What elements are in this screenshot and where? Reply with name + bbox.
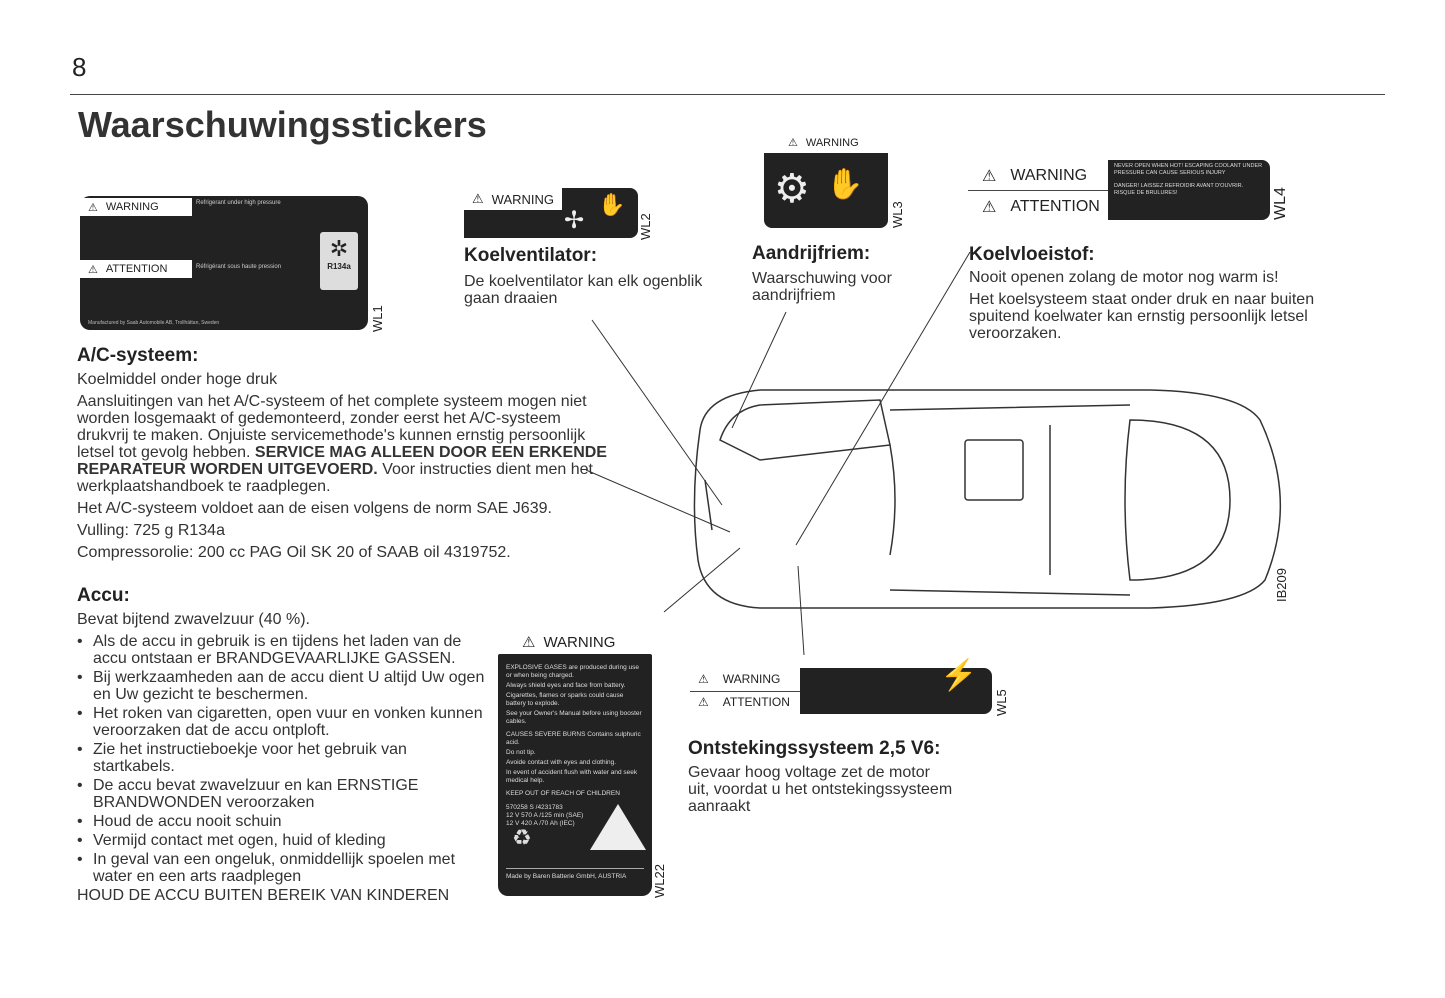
wl1-att-head: Réfrigérant sous haute pression (196, 264, 282, 270)
wl4-attention: ATTENTION (1010, 198, 1100, 215)
wl2-warning: WARNING (491, 191, 555, 207)
warning-triangle-icon: ⚠ (88, 263, 98, 276)
ignition-heading: Ontstekingssysteem 2,5 V6: (688, 738, 941, 759)
wl22-spec: 12 V 570 A /125 min (SAE) (506, 812, 584, 819)
wl22-line: Cigarettes, flames or sparks could cause… (506, 692, 624, 707)
wl22-line: KEEP OUT OF REACH OF CHILDREN (506, 790, 620, 797)
warning-triangle-icon: ⚠ (788, 137, 798, 149)
sticker-wl2: ⚠ WARNING ✢ ✋ (464, 188, 638, 238)
wl5-attention: ATTENTION (722, 695, 790, 709)
warning-triangle-icon: ⚠ (982, 199, 997, 216)
warning-triangle-icon: ⚠ (698, 695, 709, 709)
wl22-lines: EXPLOSIVE GASES are produced during use … (506, 664, 644, 798)
coolant-body: Nooit openen zolang de motor nog warm is… (969, 269, 1319, 347)
ac-p3: Vulling: 725 g R134a (77, 522, 225, 539)
accu-bullets: Als de accu in gebruik is en tijdens het… (77, 633, 487, 885)
wl22-line: See your Owner's Manual before using boo… (506, 710, 642, 725)
accu-bullet: De accu bevat zwavelzuur en kan ERNSTIGE… (77, 777, 487, 811)
sticker-wl4: ⚠ WARNING ⚠ ATTENTION NEVER OPEN WHEN HOT!… (968, 160, 1270, 220)
page-number: 8 (72, 52, 87, 82)
sticker-wl5: ⚠ WARNING ⚠ ATTENTION ⚡ (690, 659, 992, 714)
warning-triangle-icon: ⚠ (982, 168, 997, 185)
ac-p1-end: Voor instructies dient men het werkplaat… (77, 461, 593, 495)
wl22-line: CAUSES SEVERE BURNS Contains sulphuric a… (506, 731, 641, 746)
wl5-label: WL5 (994, 689, 1009, 716)
ignition-text: Gevaar hoog voltage zet de motor uit, vo… (688, 764, 953, 815)
hand-crossed-icon: ✋ (598, 192, 626, 217)
sticker-wl22: EXPLOSIVE GASES are produced during use … (498, 654, 652, 896)
accu-bullet: Houd de accu nooit schuin (77, 813, 487, 830)
accu-bullet: Zie het instructieboekje voor het gebrui… (77, 741, 487, 775)
wl1-attention: ATTENTION (105, 263, 168, 275)
wl22-line: Avoide contact with eyes and clothing. (506, 759, 617, 766)
wl4-en-text: NEVER OPEN WHEN HOT! ESCAPING COOLANT UN… (1114, 163, 1263, 176)
wl22-spec: 570258 S /4231783 (506, 804, 563, 811)
warning-triangle-icon: ⚠ (88, 201, 98, 214)
hand-crossed-icon: ✋ (826, 168, 864, 201)
fan-heading: Koelventilator: (464, 245, 598, 266)
accu-bullet: Het roken van cigaretten, open vuur en v… (77, 705, 487, 739)
refrigerant-label: R134a (327, 262, 351, 271)
accu-bullet: In geval van een ongeluk, onmiddellijk s… (77, 851, 487, 885)
drive-belt-icon: ⚙ (774, 167, 810, 211)
accu-heading: Accu: (77, 585, 130, 606)
ac-heading: A/C-systeem: (77, 345, 199, 366)
wl22-line: EXPLOSIVE GASES are produced during use … (506, 664, 639, 679)
ac-p2: Het A/C-systeem voldoet aan de eisen vol… (77, 500, 552, 517)
accu-body: Bevat bijtend zwavelzuur (40 %). Als de … (77, 611, 487, 909)
warning-triangle-icon: ⚠ (472, 191, 484, 206)
accu-sub: Bevat bijtend zwavelzuur (40 %). (77, 611, 310, 628)
accu-bullet: Vermijd contact met ogen, huid of kledin… (77, 832, 487, 849)
wl22-warning: WARNING (543, 633, 616, 651)
figure-id: IB209 (1274, 568, 1289, 602)
wl22-line: Do not tip. (506, 749, 536, 756)
wl1-footer: Manufactured by Saab Automobile AB, Trol… (88, 320, 220, 326)
accu-bullet: Als de accu in gebruik is en tijdens het… (77, 633, 487, 667)
wl22-line: In event of accident flush with water an… (506, 769, 638, 784)
ac-body: Koelmiddel onder hoge druk Aansluitingen… (77, 371, 607, 566)
sticker-wl1: ⚠ WARNING Refrigerant under high pressure… (80, 196, 368, 330)
warning-triangle-icon: ⚠ (698, 672, 709, 686)
accu-footer: HOUD DE ACCU BUITEN BEREIK VAN KINDEREN (77, 887, 450, 904)
wl22-warning-label: ⚠ WARNING (522, 633, 616, 652)
ac-sub: Koelmiddel onder hoge druk (77, 371, 278, 388)
ac-p1: Aansluitingen van het A/C-systeem of het… (77, 393, 587, 461)
fan-icon: ✢ (564, 207, 585, 234)
wl22-line: Always shield eyes and face from battery… (506, 682, 626, 689)
ac-p1-bold: SERVICE MAG ALLEEN DOOR EEN ERKENDE REPA… (77, 444, 607, 478)
wl1-warn-head: Refrigerant under high pressure (196, 200, 281, 206)
wl1-warning: WARNING (105, 201, 159, 213)
wl3-warning-label: ⚠ WARNING (788, 136, 859, 150)
wl4-warning: WARNING (1010, 167, 1088, 184)
warning-triangle-icon: ⚠ (522, 634, 536, 651)
wl3-warning: WARNING (805, 136, 859, 149)
fan-text: De koelventilator kan elk ogenblik gaan … (464, 273, 703, 307)
wl22-spec: 12 V 420 A /70 Ah (IEC) (506, 820, 575, 827)
wl4-fr-text: DANGER! LAISSEZ REFROIDIR AVANT D'OUVRIR… (1114, 183, 1244, 196)
page-title: Waarschuwingsstickers (78, 104, 487, 145)
coolant-p1: Nooit openen zolang de motor nog warm is… (969, 269, 1279, 286)
ac-p4: Compressorolie: 200 cc PAG Oil SK 20 of … (77, 544, 511, 561)
high-voltage-icon: ⚡ (940, 659, 978, 692)
wl5-warning: WARNING (722, 672, 781, 686)
belt-text: Waarschuwing voor aandrijfriem (752, 270, 892, 304)
coolant-heading: Koelvloeistof: (969, 244, 1095, 265)
belt-heading: Aandrijfriem: (752, 243, 871, 264)
sticker-wl3: ⚙ ✋ (764, 153, 888, 228)
snowflake-icon: ✲ (329, 236, 349, 261)
wl22-footer: Made by Baren Batterie GmbH, AUSTRIA (506, 868, 644, 881)
coolant-p2: Het koelsysteem staat onder druk en naar… (969, 291, 1315, 342)
header-rule (70, 94, 1385, 95)
corrosive-hazard-icon (590, 804, 646, 850)
accu-bullet: Bij werkzaamheden aan de accu dient U al… (77, 669, 487, 703)
